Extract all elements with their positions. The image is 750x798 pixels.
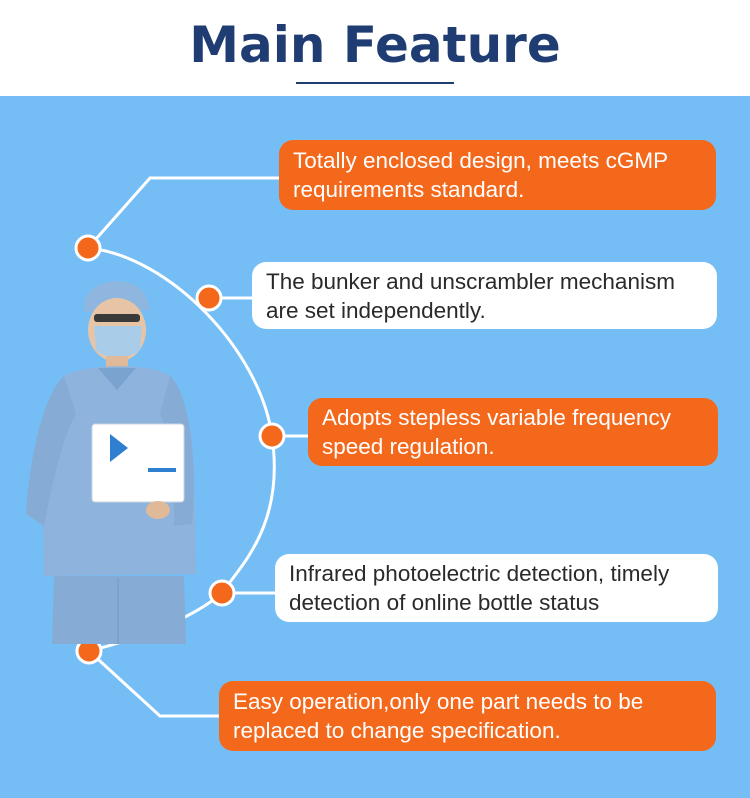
feature-text-5: Easy operation,only one part needs to be… [233,689,644,743]
connector-dot-1 [74,234,102,262]
feature-text-4: Infrared photoelectric detection, timely… [289,561,670,615]
connector-dot-4 [208,579,236,607]
feature-pill-1: Totally enclosed design, meets cGMP requ… [279,140,716,210]
title-underline [296,82,454,84]
feature-pill-3: Adopts stepless variable frequency speed… [308,398,718,466]
feature-text-2: The bunker and unscrambler mechanism are… [266,268,675,323]
feature-text-3: Adopts stepless variable frequency speed… [322,405,671,459]
connector-dot-2 [195,284,223,312]
feature-pill-4: Infrared photoelectric detection, timely… [275,554,718,622]
feature-panel: Totally enclosed design, meets cGMP requ… [0,96,750,798]
worker-illustration [26,281,196,644]
page-title: Main Feature [189,16,561,74]
feature-pill-5: Easy operation,only one part needs to be… [219,681,716,751]
connector-dot-3 [258,422,286,450]
feature-text-1: Totally enclosed design, meets cGMP requ… [293,148,668,202]
feature-pill-2: The bunker and unscrambler mechanism are… [252,262,717,329]
header: Main Feature [0,0,750,96]
